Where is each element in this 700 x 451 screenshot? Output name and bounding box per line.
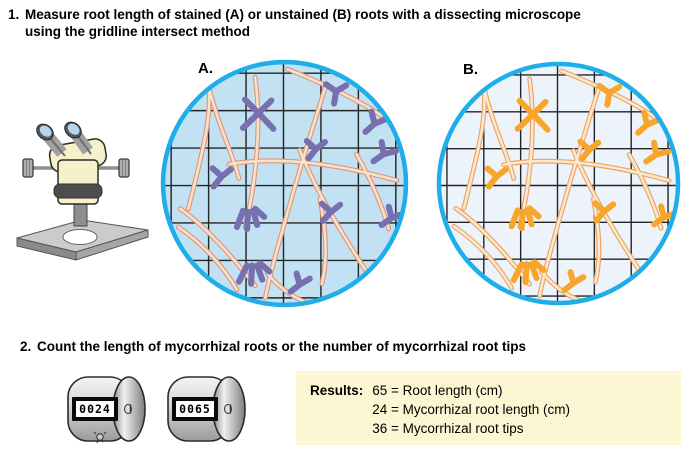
view-b-label: B.	[463, 61, 478, 78]
eyepiece-lens-right	[64, 121, 82, 139]
result-mycorrhizal-root-length: 24 = Mycorrhizal root length (cm)	[372, 402, 570, 417]
focus-ring	[53, 183, 103, 199]
stage-front-right	[75, 229, 149, 261]
step2-heading: 2. Count the length of mycorrhizal roots…	[20, 338, 690, 355]
tube-edge-right	[77, 135, 92, 155]
result-root-length: 65 = Root length (cm)	[372, 383, 503, 398]
step2-text: Count the length of mycorrhizal roots or…	[37, 339, 527, 354]
view-a-label: A.	[198, 60, 213, 77]
view-a-background	[163, 62, 406, 305]
view-b-border	[436, 61, 681, 306]
results-box: Results: 65 = Root length (cm) 24 = Myco…	[296, 371, 681, 445]
step1-text: Measure root length of stained (A) or un…	[25, 7, 581, 39]
side-mark	[124, 404, 132, 414]
focus-knob-right	[118, 158, 130, 178]
microscope-view-a-stained	[160, 59, 409, 308]
view-a-border	[160, 59, 409, 308]
tally-counter-2: 0065	[162, 374, 254, 445]
step2-number: 2.	[20, 339, 32, 354]
focus-knob-left	[22, 158, 34, 178]
dissecting-microscope-illustration	[16, 121, 149, 261]
side-mark	[224, 404, 232, 414]
step1-heading: 1. Measure root length of stained (A) or…	[8, 6, 698, 40]
eyepiece-lens-left	[36, 123, 54, 141]
step1-number: 1.	[8, 7, 20, 22]
stage-hole	[62, 229, 98, 245]
microscope-view-b-unstained	[436, 61, 681, 306]
result-mycorrhizal-root-tips: 36 = Mycorrhizal root tips	[372, 421, 524, 436]
view-b-background	[438, 63, 679, 304]
knob-ridges	[26, 160, 126, 176]
results-lines: 65 = Root length (cm) 24 = Mycorrhizal r…	[372, 381, 570, 445]
results-label: Results:	[310, 383, 364, 398]
reset-knob	[93, 431, 107, 444]
counter-display: 0065	[176, 401, 214, 417]
tally-counter-1: 0024	[62, 374, 154, 445]
column	[73, 201, 88, 227]
tube-edge-left	[49, 137, 66, 157]
counter-display: 0024	[76, 401, 114, 417]
